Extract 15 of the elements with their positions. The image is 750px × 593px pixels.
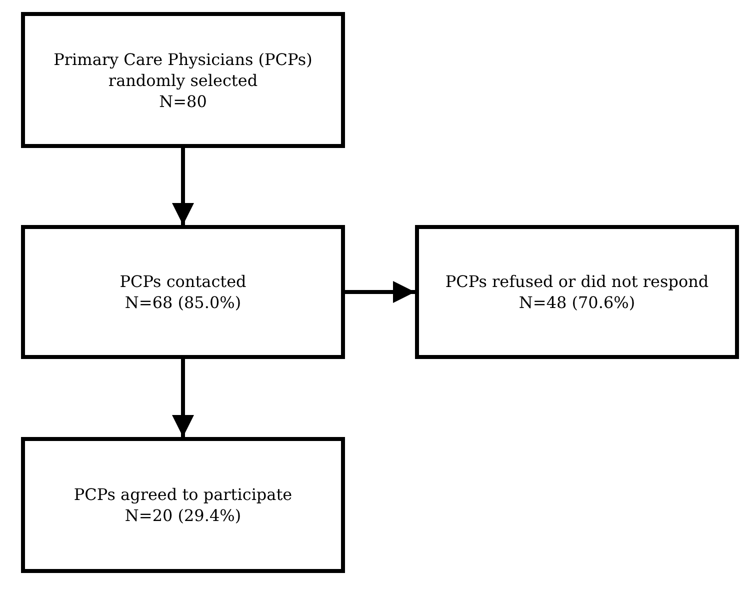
count-text: N=80 (159, 90, 207, 112)
arrow (172, 148, 194, 225)
count-text: N=20 (29.4%) (124, 505, 242, 526)
arrow (172, 359, 194, 437)
box-title: PCPs contacted (120, 271, 246, 292)
count-text: N=48 (70.6%) (518, 292, 636, 313)
process-box (21, 437, 345, 573)
arrow (345, 281, 415, 303)
box-title: PCPs agreed to participate (74, 484, 292, 505)
process-box (21, 12, 345, 148)
box-title: Primary Care Physicians (PCPs) randomly selected (52, 48, 314, 90)
count-text: N=68 (85.0%) (124, 292, 242, 313)
box-title: PCPs refused or did not respond (445, 271, 709, 292)
process-box (21, 225, 345, 359)
process-box (415, 225, 739, 359)
